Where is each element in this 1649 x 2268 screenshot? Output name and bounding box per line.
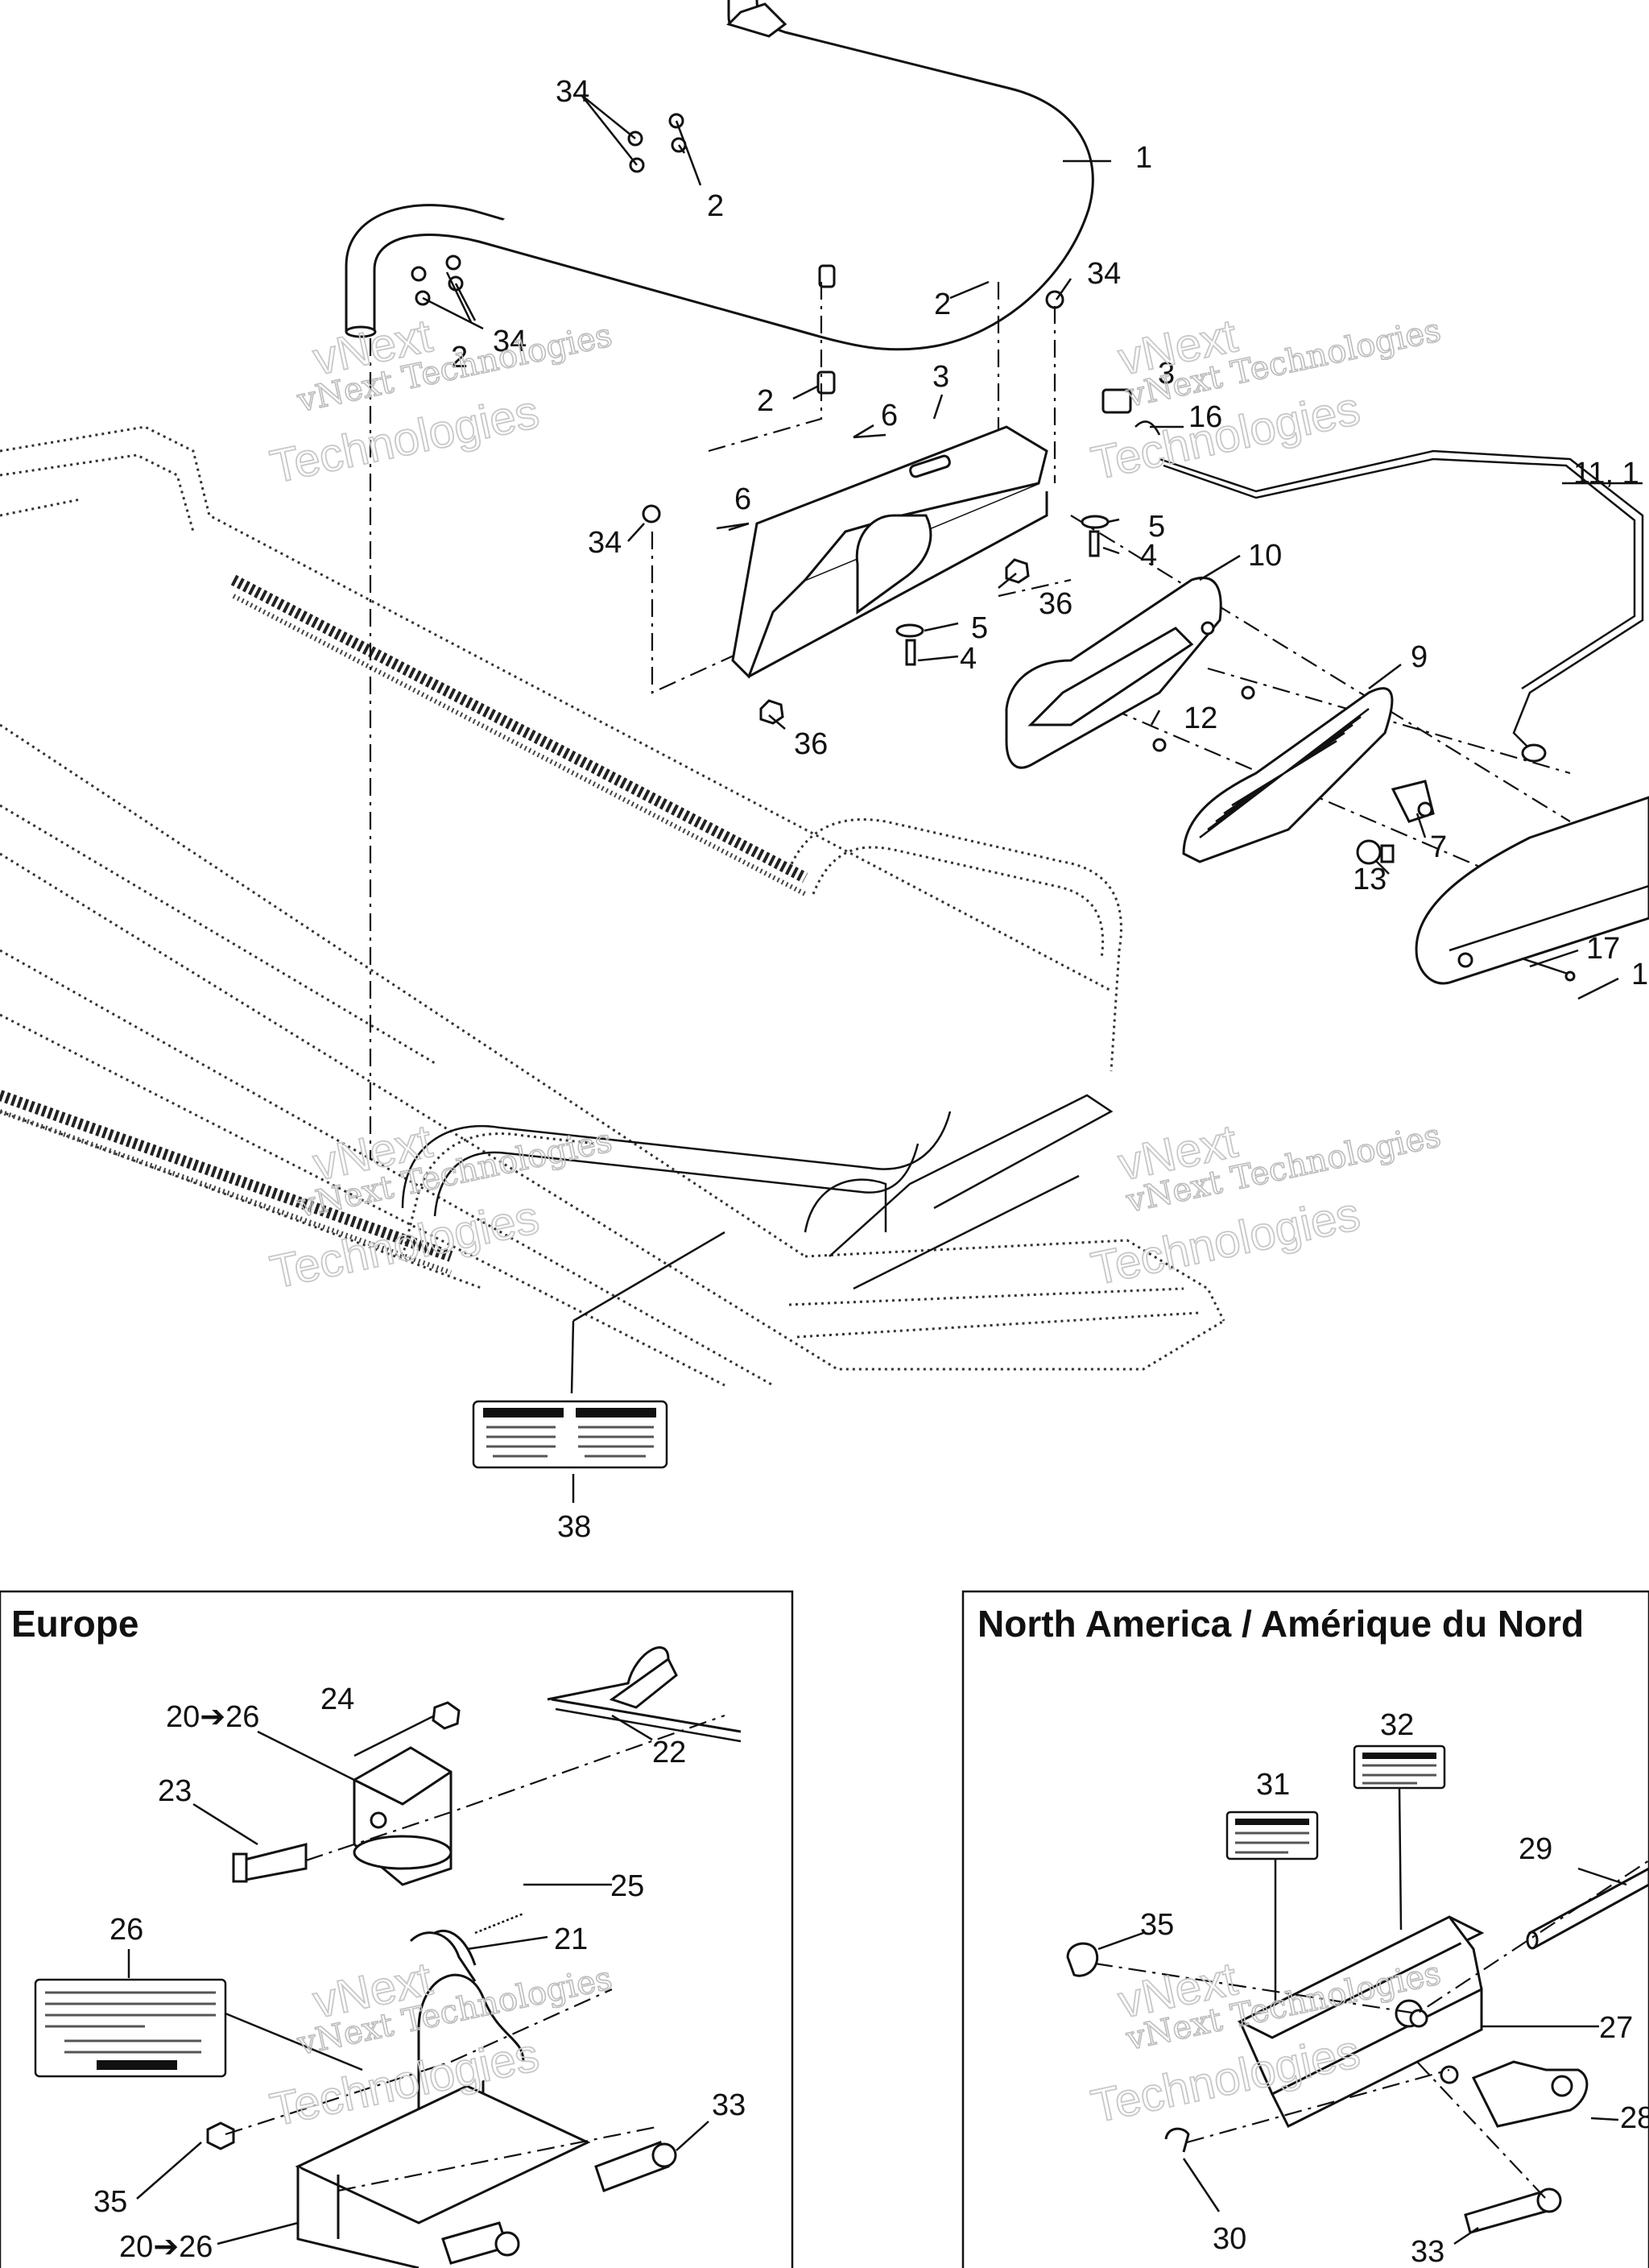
callout-38: 38 <box>557 1510 591 1544</box>
callout-28: 28 <box>1620 2101 1649 2135</box>
callout-25: 25 <box>610 1869 644 1903</box>
callout-34: 34 <box>556 75 589 109</box>
callout-36: 36 <box>1039 587 1072 621</box>
taillight-bracket <box>731 425 1048 679</box>
top-callouts: 34 2 1 34 2 2 34 2 3 3 6 6 34 16 11, 1 5… <box>451 75 1648 1544</box>
bulb-socket <box>1152 685 1435 865</box>
lens <box>1415 796 1649 985</box>
grab-handle <box>345 0 1094 351</box>
callout-10: 10 <box>1248 539 1282 573</box>
north-america-title: North America / Amérique du Nord <box>977 1603 1584 1645</box>
europe-title: Europe <box>11 1603 138 1645</box>
callout-4: 4 <box>1140 539 1157 573</box>
callout-1: 1 <box>1135 141 1152 175</box>
callout-27: 27 <box>1599 2011 1633 2045</box>
callout-33: 33 <box>712 2088 746 2122</box>
callout-29: 29 <box>1519 1832 1552 1866</box>
lens-screw <box>1521 957 1576 982</box>
europe-panel: Europe <box>0 1590 794 2268</box>
callout-20-26: 20➔26 <box>119 2230 213 2264</box>
callout-34: 34 <box>1087 257 1121 291</box>
callout-31: 31 <box>1256 1768 1290 1802</box>
callout-17: 17 <box>1586 932 1620 966</box>
callout-13: 13 <box>1353 863 1387 896</box>
wiring-harness <box>1101 388 1644 763</box>
callout-4: 4 <box>960 642 977 676</box>
callout-3: 3 <box>932 360 949 394</box>
callout-11: 11, 1 <box>1573 457 1639 490</box>
callout-33: 33 <box>1411 2235 1444 2268</box>
callout-16: 16 <box>1188 400 1222 434</box>
rear-bumper <box>401 1094 1114 1290</box>
reflector <box>1182 687 1394 863</box>
callout-35: 35 <box>1140 1908 1174 1942</box>
callout-1: 1 <box>1631 958 1648 991</box>
callout-2: 2 <box>934 288 951 321</box>
callout-34: 34 <box>493 325 527 358</box>
callout-2: 2 <box>451 341 468 375</box>
callout-2: 2 <box>757 384 774 418</box>
sled-body <box>0 425 1225 1387</box>
callout-35: 35 <box>93 2185 127 2219</box>
taillight-housing <box>1005 577 1222 769</box>
callout-6: 6 <box>881 399 898 432</box>
callout-3: 3 <box>1158 357 1175 391</box>
warning-decal-38 <box>472 1400 668 1469</box>
callout-7: 7 <box>1430 830 1447 864</box>
callout-36: 36 <box>794 727 828 761</box>
callout-22: 22 <box>652 1736 686 1769</box>
drive-track <box>0 574 808 1275</box>
callout-9: 9 <box>1411 640 1428 674</box>
callout-24: 24 <box>320 1682 354 1716</box>
callout-5: 5 <box>1148 510 1165 544</box>
callout-2: 2 <box>707 189 724 223</box>
bracket-hardware <box>716 433 1110 725</box>
callout-23: 23 <box>158 1774 192 1808</box>
callout-30: 30 <box>1213 2222 1246 2256</box>
callout-5: 5 <box>971 611 988 645</box>
assembly-guides <box>369 282 1571 1160</box>
callout-20-26: 20➔26 <box>166 1700 259 1734</box>
north-america-panel: North America / Amérique du Nord <box>961 1590 1649 2268</box>
callout-12: 12 <box>1184 702 1217 735</box>
callout-26: 26 <box>110 1913 143 1947</box>
callout-34: 34 <box>588 526 622 560</box>
callout-6: 6 <box>734 482 751 516</box>
top-leaders <box>422 94 1643 1503</box>
callout-32: 32 <box>1380 1708 1414 1742</box>
callout-21: 21 <box>554 1922 588 1956</box>
